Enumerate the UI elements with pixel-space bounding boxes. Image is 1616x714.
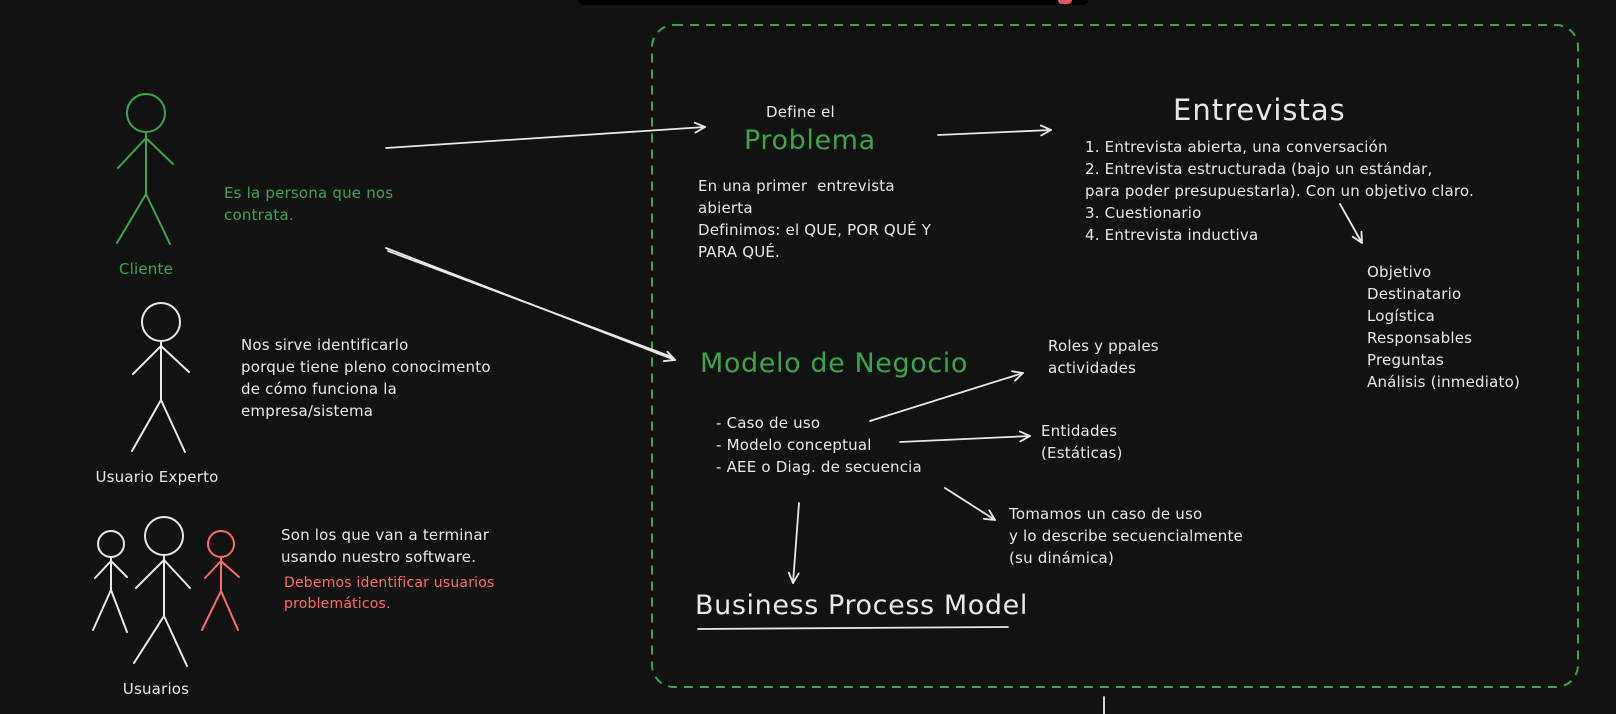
arrow-entrevistas-to-aspects[interactable] — [1339, 203, 1363, 244]
usuarios-figures-icon[interactable] — [92, 516, 240, 667]
arrow-cliente-to-modelo-double — [387, 250, 673, 358]
modelo-title: Modelo de Negocio — [700, 348, 969, 379]
modelo-entidades-note: Entidades (Estáticas) — [1041, 422, 1123, 462]
usuarios-warning: Debemos identificar usuarios problemátic… — [284, 575, 495, 612]
arrow-modelo-conceptual-to-entidades[interactable] — [899, 430, 1031, 443]
entrevistas-title: Entrevistas — [1173, 93, 1346, 127]
problema-prefix: Define el — [766, 103, 835, 121]
modelo-items: - Caso de uso - Modelo conceptual - AEE … — [716, 414, 922, 476]
cliente-figure-icon[interactable] — [116, 93, 174, 245]
experto-figure-icon[interactable] — [131, 302, 190, 453]
entrevistas-aspects-list: Objetivo Destinatario Logística Responsa… — [1367, 263, 1521, 391]
modelo-roles-note: Roles y ppales actividades — [1048, 337, 1159, 377]
arrow-problema-to-entrevistas[interactable] — [937, 124, 1052, 137]
bpm-underline — [697, 626, 1009, 630]
experto-label: Usuario Experto — [95, 468, 219, 486]
top-toolbar-edge — [578, 0, 1088, 5]
bpm-title: Business Process Model — [695, 590, 1028, 621]
cliente-label: Cliente — [118, 260, 174, 278]
problema-title: Problema — [744, 125, 876, 156]
cliente-description: Es la persona que nos contrata. — [224, 184, 394, 224]
experto-description: Nos sirve identificarlo porque tiene ple… — [241, 336, 491, 420]
arrow-secuencia-to-description[interactable] — [944, 487, 996, 521]
modelo-dashed-container[interactable] — [651, 24, 1579, 688]
arrow-caso-uso-to-roles[interactable] — [869, 370, 1024, 422]
modelo-secuencia-note: Tomamos un caso de uso y lo describe sec… — [1009, 505, 1243, 567]
toolbar-red-indicator — [1058, 0, 1072, 4]
entrevistas-list: 1. Entrevista abierta, una conversación … — [1085, 138, 1474, 244]
arrow-modelo-to-bpm[interactable] — [787, 502, 800, 584]
problema-body: En una primer entrevista abierta Definim… — [698, 177, 932, 261]
arrow-cliente-to-problema[interactable] — [385, 121, 706, 149]
usuarios-description: Son los que van a terminar usando nuestr… — [281, 526, 490, 566]
usuarios-label: Usuarios — [122, 680, 190, 698]
